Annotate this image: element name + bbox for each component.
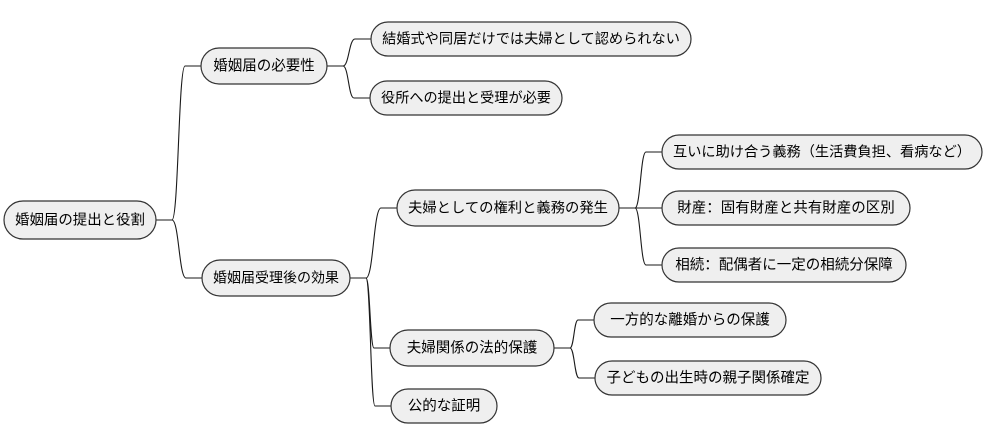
edge-b2c1-to-b2c1g3 bbox=[619, 207, 662, 266]
node-label: 夫婦としての権利と義務の発生 bbox=[408, 200, 608, 217]
mind-map-node-root[interactable]: 婚姻届の提出と役割 bbox=[3, 200, 157, 240]
node-shape bbox=[369, 80, 563, 116]
node-label: 結婚式や同居だけでは夫婦として認められない bbox=[382, 31, 680, 48]
node-shape bbox=[594, 360, 822, 396]
edge-root-to-b2 bbox=[156, 219, 202, 279]
node-label: 子どもの出生時の親子関係確定 bbox=[607, 370, 810, 387]
node-label: 婚姻届受理後の効果 bbox=[213, 271, 339, 287]
node-shape bbox=[661, 247, 907, 283]
node-label: 夫婦関係の法的保護 bbox=[407, 340, 538, 357]
node-shape bbox=[593, 302, 787, 338]
node-shape bbox=[390, 388, 498, 424]
node-label: 互いに助け合う義務（生活費負担、看病など） bbox=[673, 144, 971, 161]
edge-b1-to-b1c2 bbox=[327, 65, 370, 99]
mind-map-node-b1c1[interactable]: 結婚式や同居だけでは夫婦として認められない bbox=[370, 21, 692, 57]
mind-map-node-b2c1g1[interactable]: 互いに助け合う義務（生活費負担、看病など） bbox=[661, 134, 983, 170]
mind-map-node-b2c2[interactable]: 夫婦関係の法的保護 bbox=[389, 329, 555, 367]
mind-map-node-b2c1g2[interactable]: 財産：固有財産と共有財産の区別 bbox=[661, 190, 911, 226]
edge-b2c2-to-b2c2g2 bbox=[554, 347, 595, 379]
edge-b2-to-b2c3 bbox=[350, 277, 391, 407]
edge-layer bbox=[156, 38, 662, 407]
edge-b1-to-b1c1 bbox=[327, 38, 371, 67]
node-layer: 婚姻届の提出と役割 婚姻届の必要性 結婚式や同居だけでは夫婦として認められない役所へ… bbox=[3, 21, 983, 424]
node-shape bbox=[661, 134, 983, 170]
mind-map-node-b2c2g2[interactable]: 子どもの出生時の親子関係確定 bbox=[594, 360, 822, 396]
node-shape bbox=[396, 189, 620, 227]
node-label: 相続：配偶者に一定の相続分保障 bbox=[675, 256, 893, 274]
mind-map-node-b2c2g1[interactable]: 一方的な離婚からの保護 bbox=[593, 302, 787, 338]
edge-b2c2-to-b2c2g1 bbox=[554, 319, 594, 349]
mind-map-node-b2c1g3[interactable]: 相続：配偶者に一定の相続分保障 bbox=[661, 247, 907, 283]
node-shape bbox=[3, 200, 157, 240]
node-label: 婚姻届の必要性 bbox=[213, 58, 315, 75]
node-shape bbox=[370, 21, 692, 57]
node-label: 財産：固有財産と共有財産の区別 bbox=[677, 200, 895, 217]
node-shape bbox=[661, 190, 911, 226]
node-label: 一方的な離婚からの保護 bbox=[610, 311, 770, 329]
mind-map-node-b2c1[interactable]: 夫婦としての権利と義務の発生 bbox=[396, 189, 620, 227]
mind-map-node-b2c3[interactable]: 公的な証明 bbox=[390, 388, 498, 424]
mind-map-node-b1c2[interactable]: 役所への提出と受理が必要 bbox=[369, 80, 563, 116]
node-shape bbox=[389, 329, 555, 367]
mind-map-node-b2[interactable]: 婚姻届受理後の効果 bbox=[201, 259, 351, 297]
edge-b2-to-b2c1 bbox=[350, 207, 397, 279]
edge-root-to-b1 bbox=[156, 65, 201, 221]
edge-b2c1-to-b2c1g1 bbox=[619, 151, 662, 209]
node-label: 役所への提出と受理が必要 bbox=[381, 91, 551, 107]
node-shape bbox=[200, 47, 328, 85]
node-label: 婚姻届の提出と役割 bbox=[15, 212, 145, 229]
node-shape bbox=[201, 259, 351, 297]
node-label: 公的な証明 bbox=[408, 398, 481, 415]
mind-map-node-b1[interactable]: 婚姻届の必要性 bbox=[200, 47, 328, 85]
